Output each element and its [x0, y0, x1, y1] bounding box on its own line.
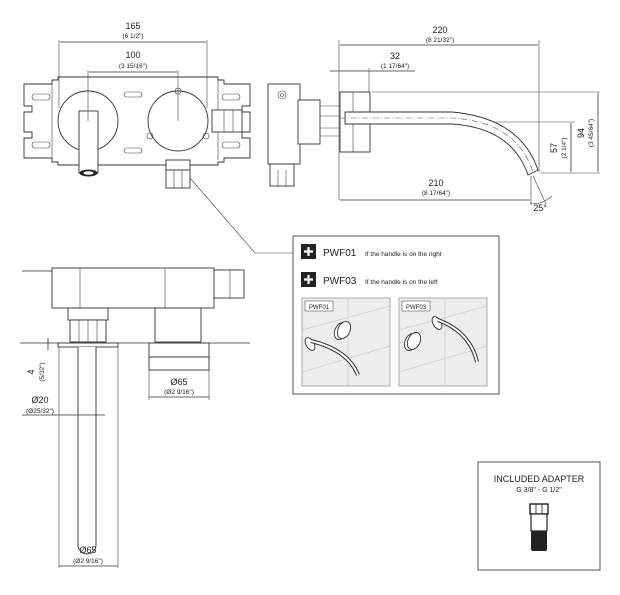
option-note: If the handle is on the left — [365, 279, 438, 286]
dim-drop-height-imperial: (2 1/4") — [561, 137, 568, 158]
top-view: 4 (5/32") Ø20 (Ø25/32") Ø65 (Ø2 9/16") Ø… — [20, 267, 250, 568]
spout-plate-top — [57, 342, 119, 348]
option-code: PWF03 — [323, 276, 357, 287]
front-view: 165 (6 1/2") 100 (3 15/16") — [23, 21, 251, 189]
adapter-title: INCLUDED ADAPTER — [494, 474, 585, 484]
thumb-label: PWF01 — [309, 305, 330, 311]
adapter-spec: G 3/8" - G 1/2" — [516, 487, 562, 494]
dim-total-height-imperial: (3 45/64") — [588, 119, 595, 147]
option-pwf03: PWF03 If the handle is on the left — [301, 272, 438, 287]
handle-top — [148, 342, 210, 358]
side-view: 220 (8 21/32") 32 (1 17/64") 210 (8 17/6… — [267, 25, 600, 213]
inlet-fitting-front — [165, 159, 191, 189]
dim-plate-depth: 32 — [390, 51, 400, 61]
spout-top — [77, 347, 97, 555]
dim-projection-imperial: (8 21/32") — [426, 37, 454, 44]
options-callout: PWF01 If the handle is on the right PWF0… — [292, 235, 500, 395]
dim-plate-thickness-imperial: (5/32") — [39, 362, 46, 381]
dim-center-distance: 100 — [125, 50, 140, 60]
dim-spout-length-imperial: (8 17/64") — [422, 190, 450, 197]
dim-total-height: 94 — [576, 128, 586, 138]
dim-overall-width: 165 — [125, 21, 140, 31]
dim-plate-thickness: 4 — [26, 369, 36, 374]
thumbnail-pwf03: PWF03 — [398, 297, 488, 387]
dim-plate-depth-imperial: (1 17/64") — [381, 63, 409, 70]
mounting-box-side — [267, 83, 340, 187]
adapter-box: INCLUDED ADAPTER G 3/8" - G 1/2" — [477, 461, 601, 571]
option-note: If the handle is on the right — [365, 251, 442, 258]
dim-handle-diameter: Ø65 — [170, 377, 187, 387]
dim-spout-diameter-imperial: (Ø25/32") — [26, 408, 54, 415]
dim-center-distance-imperial: (3 15/16") — [119, 63, 147, 70]
dim-outlet-angle: 25° — [533, 203, 547, 213]
callout-leader-line — [189, 177, 296, 254]
spout-side — [344, 111, 539, 176]
dim-projection: 220 — [432, 25, 447, 35]
option-code: PWF01 — [323, 248, 357, 259]
dim-drop-height: 57 — [549, 143, 559, 153]
dim-spout-diameter: Ø20 — [31, 395, 48, 405]
thumbnail-pwf01: PWF01 — [301, 297, 391, 387]
dim-handle-diameter-imperial: (Ø2 9/16") — [164, 389, 194, 396]
option-pwf01: PWF01 If the handle is on the right — [301, 244, 442, 259]
dim-plate-diameter: Ø65 — [79, 545, 96, 555]
thumb-label: PWF03 — [406, 305, 427, 311]
adapter-icon — [529, 503, 549, 551]
dim-overall-width-imperial: (6 1/2") — [122, 33, 143, 40]
dim-plate-diameter-imperial: (Ø2 9/16") — [73, 558, 103, 565]
dim-spout-length: 210 — [428, 178, 443, 188]
spout-front — [78, 110, 99, 174]
